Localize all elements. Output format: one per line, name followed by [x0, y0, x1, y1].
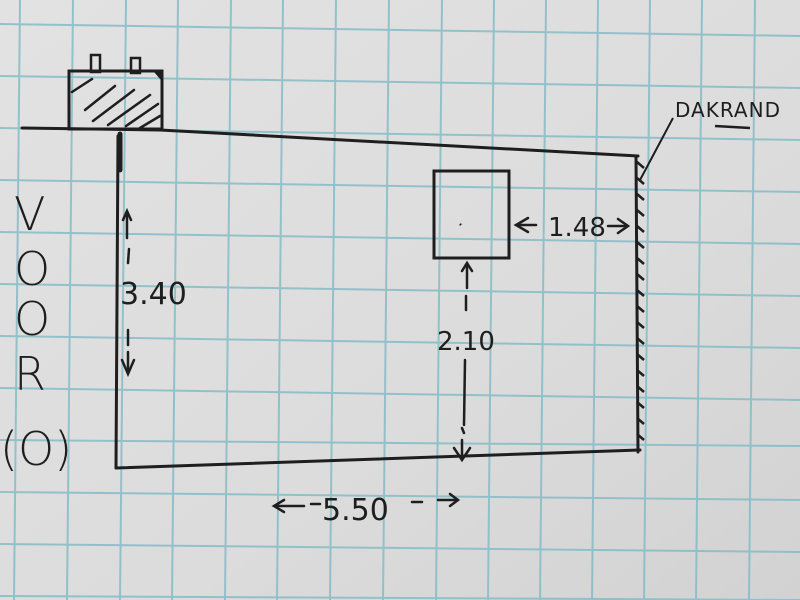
height-dimension: [120, 207, 136, 378]
roof-edge-underline: [714, 124, 751, 130]
roof-outline: [114, 128, 642, 470]
front-letter-o1: O: [14, 242, 50, 296]
width-dimension: [271, 492, 461, 514]
height-dimension-label: 3.40: [120, 277, 187, 312]
window-bottom-offset-label: 2.10: [437, 327, 495, 357]
window-right-offset-label: 1.48: [548, 213, 606, 243]
front-side-label: V O O R (O): [0, 187, 72, 476]
roof-edge-hatching: [636, 161, 645, 441]
front-orientation-label: (O): [0, 422, 72, 476]
front-letter-r: R: [14, 347, 46, 401]
roof-edge-label: DAKRAND: [675, 98, 781, 122]
front-letter-o2: O: [14, 292, 50, 346]
window-right-dimension: [513, 216, 631, 235]
chimney-box: [20, 53, 164, 132]
roof-edge-leader-line: [639, 117, 674, 181]
skylight-window: [432, 169, 511, 260]
window-bottom-dimension: [452, 260, 474, 463]
width-dimension-label: 5.50: [322, 493, 389, 528]
front-letter-v: V: [14, 187, 45, 241]
